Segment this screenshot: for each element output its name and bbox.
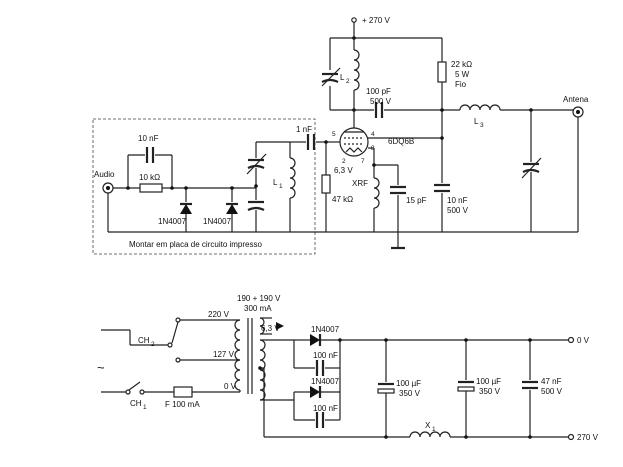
ac-symbol: ~ xyxy=(97,360,105,375)
filter-capacitor-100uf-2 xyxy=(457,380,475,392)
trafo-secondary-label: 190 + 190 V xyxy=(237,294,281,303)
cap-15pf-label: 15 pF xyxy=(406,196,427,205)
transformer-primary xyxy=(234,319,241,391)
l2-label: L xyxy=(340,73,345,82)
res-22k-value: 22 kΩ xyxy=(451,60,472,69)
cap-b-label: 100 nF xyxy=(313,404,338,413)
cap-10nf-out-value: 10 nF xyxy=(447,196,468,205)
res-47k-label: 47 kΩ xyxy=(332,195,353,204)
tube-pin-5: 5 xyxy=(332,131,336,138)
tube-pin-7: 7 xyxy=(361,158,365,165)
audio-label: Audio xyxy=(94,170,115,179)
capacitor-100pf xyxy=(374,102,384,118)
fuse xyxy=(173,386,193,398)
resistor-47k xyxy=(321,174,331,194)
resistor-22k xyxy=(437,61,447,83)
res-10k-label: 10 kΩ xyxy=(139,173,160,182)
diode1-label: 1N4007 xyxy=(158,217,187,226)
diode-1n4007-2 xyxy=(226,202,238,214)
supply-terminal xyxy=(351,17,357,23)
res-22k-power: 5 W xyxy=(455,70,470,79)
filament-label: 6,3 V xyxy=(334,166,353,175)
tube-pin-2: 2 xyxy=(342,158,346,165)
pcb-outline xyxy=(92,118,316,255)
l1-trimmer-capacitor xyxy=(246,153,267,175)
terminal-0v xyxy=(567,336,575,344)
ch1-label: CH xyxy=(130,399,142,408)
cap-100pf-value: 100 pF xyxy=(366,87,391,96)
cap-1nf-label: 1 nF xyxy=(296,125,312,134)
cap-100pf-voltage: 500 V xyxy=(370,97,392,106)
diode-1n4007-1 xyxy=(180,202,192,214)
diode-b-label: 1N4007 xyxy=(311,377,340,386)
ch2-label: CH xyxy=(138,336,150,345)
l1-subscript: 1 xyxy=(279,183,283,190)
out-270v-label: 270 V xyxy=(577,433,599,442)
varactor-capacitor xyxy=(247,200,265,211)
cap-f1-voltage: 350 V xyxy=(399,389,421,398)
supply-top-label: + 270 V xyxy=(362,16,390,25)
ch1-subscript: 1 xyxy=(143,404,147,411)
pcb-note-label: Montar em placa de circuito impresso xyxy=(129,240,262,249)
tap-127-label: 127 V xyxy=(213,350,235,359)
cap-f2-value: 100 µF xyxy=(476,377,501,386)
diode-a-label: 1N4007 xyxy=(311,325,340,334)
transformer-secondary xyxy=(259,339,266,401)
l1-inductor xyxy=(289,157,296,199)
cap-f3-voltage: 500 V xyxy=(541,387,563,396)
antenna-label: Antena xyxy=(563,95,589,104)
capacitor-1nf xyxy=(306,134,316,150)
l1-label: L xyxy=(273,178,278,187)
xrf-choke xyxy=(373,177,380,209)
cap-f1-value: 100 µF xyxy=(396,379,421,388)
power-supply-section: ~ CH 2 220 V 127 V CH 1 F 100 mA 0 V 190 xyxy=(97,294,599,442)
diode-1n4007-b xyxy=(310,386,322,398)
cap-a-label: 100 nF xyxy=(313,351,338,360)
fuse-label: F 100 mA xyxy=(165,400,200,409)
l3-inductor xyxy=(459,104,501,111)
capacitor-100nf-b xyxy=(315,412,325,428)
filament-winding xyxy=(259,317,265,335)
filament-arrow-icon xyxy=(276,322,284,330)
capacitor-15pf xyxy=(390,185,406,195)
capacitor-10nf xyxy=(145,147,155,163)
res-22k-type: Fio xyxy=(455,80,467,89)
resistor-10k xyxy=(139,183,163,193)
tap-0-label: 0 V xyxy=(224,382,237,391)
filter-capacitor-100uf-1 xyxy=(377,382,395,394)
ch2-pivot xyxy=(167,342,173,348)
output-trimmer-capacitor xyxy=(521,157,542,179)
x1-subscript: 1 xyxy=(432,426,436,433)
filament-ps-label: 6,3 V xyxy=(261,324,280,333)
ch1-pivot xyxy=(125,389,131,395)
l2-subscript: 2 xyxy=(346,78,350,85)
l2-inductor xyxy=(353,49,360,91)
x1-label: X xyxy=(425,421,431,430)
capacitor-10nf-500v xyxy=(434,183,450,193)
tube-pin-4: 4 xyxy=(371,131,375,138)
trafo-current-label: 300 mA xyxy=(244,304,272,313)
l3-subscript: 3 xyxy=(480,122,484,129)
x1-choke xyxy=(409,431,451,438)
diode2-label: 1N4007 xyxy=(203,217,232,226)
tube-label: 6DQ6B xyxy=(388,137,414,146)
cap-10nf-out-voltage: 500 V xyxy=(447,206,469,215)
xrf-label: XRF xyxy=(352,179,368,188)
l3-label: L xyxy=(474,117,479,126)
out-0v-label: 0 V xyxy=(577,336,590,345)
cap-10nf-label: 10 nF xyxy=(138,134,159,143)
transmitter-section: Montar em placa de circuito impresso + 2… xyxy=(92,16,589,255)
terminal-270v xyxy=(567,433,575,441)
ch2-subscript: 2 xyxy=(151,341,155,348)
diode-1n4007-a xyxy=(310,334,322,346)
cap-f3-value: 47 nF xyxy=(541,377,562,386)
cap-f2-voltage: 350 V xyxy=(479,387,501,396)
tap-220-label: 220 V xyxy=(208,310,230,319)
l2-trimmer-capacitor xyxy=(321,67,341,87)
capacitor-100nf-a xyxy=(315,360,325,376)
filter-capacitor-47nf xyxy=(522,380,538,390)
